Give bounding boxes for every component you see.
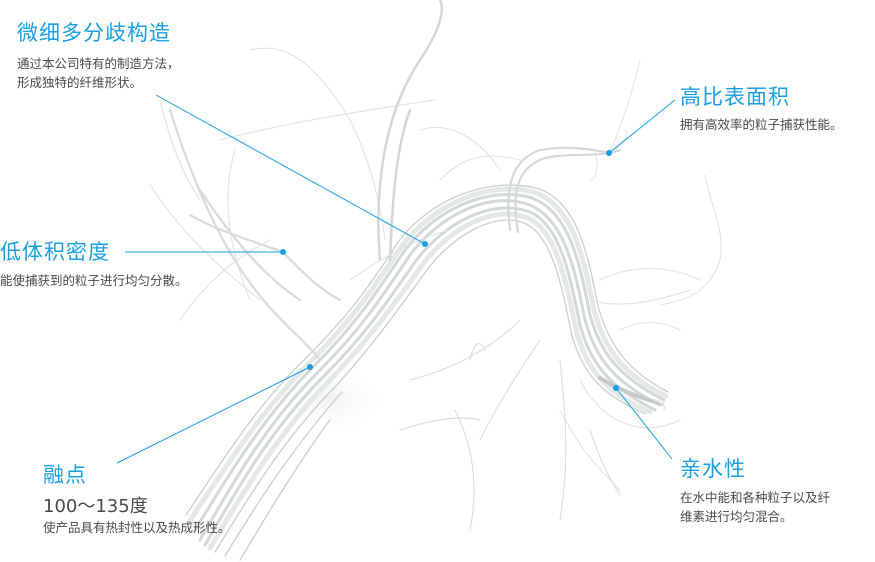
feature-micro-branch: 微细多分歧构造 通过本公司特有的制造方法， 形成独特的纤维形状。: [17, 20, 180, 92]
feature-desc-line: 能使捕获到的粒子进行均匀分散。: [0, 273, 188, 288]
marker-dot-high-surface: [606, 150, 612, 156]
marker-dot-melting-point: [307, 364, 313, 370]
marker-dot-hydrophilic: [613, 385, 619, 391]
feature-desc-line: 维素进行均匀混合。: [680, 509, 793, 524]
connector-micro-branch: [155, 94, 426, 245]
connector-hydrophilic: [615, 387, 673, 460]
feature-high-surface: 高比表面积 拥有高效率的粒子捕获性能。: [680, 84, 843, 134]
feature-title: 亲水性: [680, 457, 746, 481]
feature-desc-line: 形成独特的纤维形状。: [17, 75, 143, 90]
feature-melting-point: 融点 100～135度 使产品具有热封性以及热成形性。: [43, 462, 231, 537]
feature-title: 低体积密度: [0, 240, 110, 264]
feature-desc-line: 拥有高效率的粒子捕获性能。: [680, 117, 843, 132]
connector-high-surface: [608, 99, 676, 154]
feature-desc-line: 使产品具有热封性以及热成形性。: [43, 520, 231, 535]
feature-hydrophilic: 亲水性 在水中能和各种粒子以及纤 维素进行均匀混合。: [680, 456, 830, 526]
marker-dot-micro-branch: [422, 241, 428, 247]
feature-title: 微细多分歧构造: [17, 21, 171, 45]
feature-low-density: 低体积密度 能使捕获到的粒子进行均匀分散。: [0, 239, 188, 290]
feature-title: 高比表面积: [680, 85, 790, 109]
feature-title: 融点: [43, 463, 87, 487]
marker-dot-low-density: [280, 249, 286, 255]
feature-desc-line: 通过本公司特有的制造方法，: [17, 56, 180, 71]
connector-melting-point: [116, 366, 311, 464]
feature-value: 100～135度: [43, 496, 148, 517]
feature-desc-line: 在水中能和各种粒子以及纤: [680, 490, 831, 505]
